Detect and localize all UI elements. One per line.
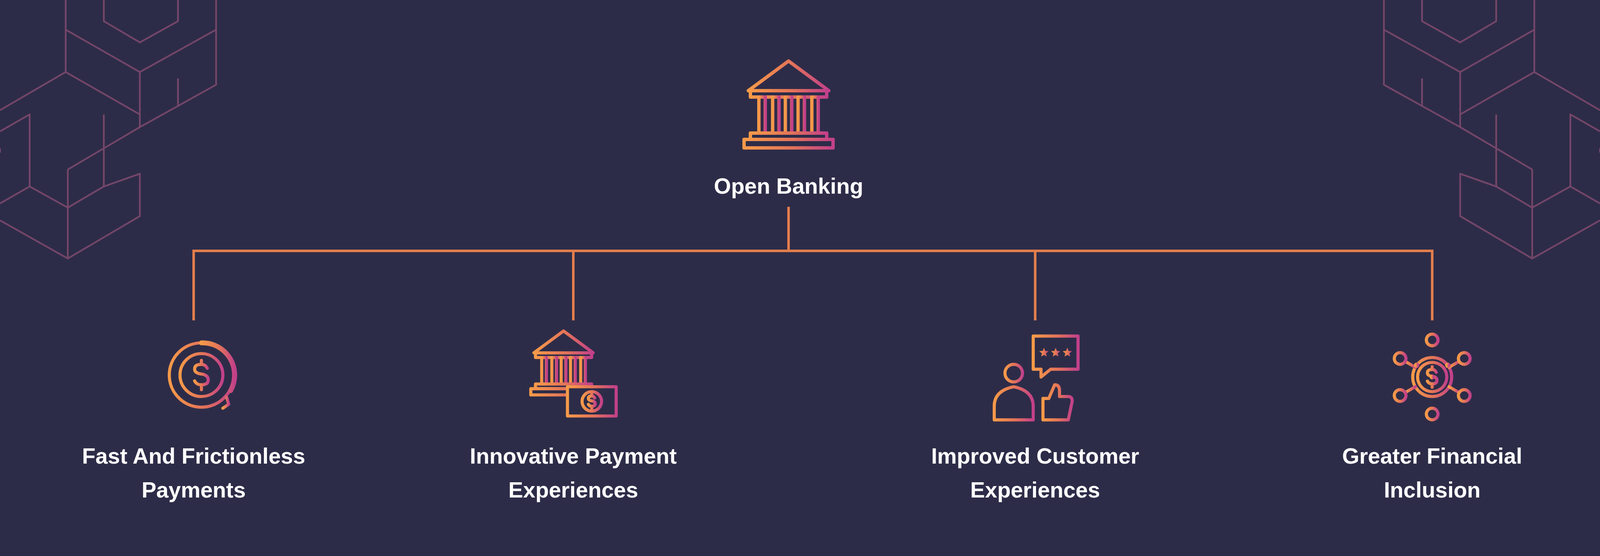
tree-connector	[573, 206, 789, 321]
benefit-label: Fast And Frictionless Payments	[58, 438, 330, 507]
benefit-label: Innovative Payment Experiences	[437, 438, 709, 507]
financial-network-icon	[1379, 326, 1486, 424]
bank-icon	[735, 50, 842, 162]
benefit-label: Greater Financial Inclusion	[1296, 438, 1568, 507]
customer-feedback-icon	[982, 326, 1089, 424]
tree-connector	[788, 206, 1036, 321]
root-node: Open Banking	[627, 50, 950, 200]
fast-payment-icon	[140, 326, 247, 424]
tree-connector	[788, 206, 1433, 321]
root-label: Open Banking	[713, 172, 864, 200]
cube-outline	[0, 0, 217, 259]
benefit-node: Greater Financial Inclusion	[1296, 326, 1568, 507]
bank-payment-icon	[520, 326, 627, 424]
benefit-node: Improved Customer Experiences	[899, 326, 1171, 507]
tree-connector	[193, 206, 789, 321]
benefit-node: Innovative Payment Experiences	[437, 326, 709, 507]
benefit-label: Improved Customer Experiences	[899, 438, 1171, 507]
cube-outline	[1383, 0, 1600, 259]
benefit-node: Fast And Frictionless Payments	[58, 326, 330, 507]
